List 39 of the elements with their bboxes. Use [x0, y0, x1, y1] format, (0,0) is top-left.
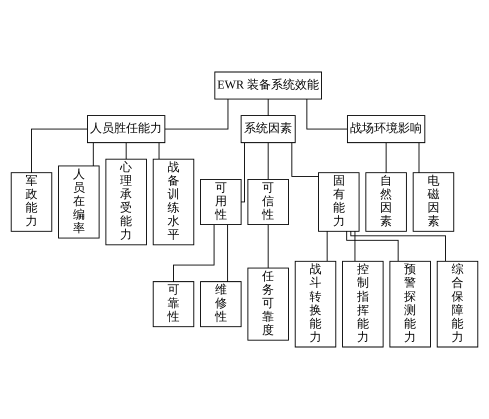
node-box: 自然因素	[365, 172, 407, 232]
connector	[306, 98, 348, 130]
connector	[354, 231, 356, 262]
connector	[346, 230, 399, 262]
connector	[31, 128, 88, 173]
node-box: EWR 装备系统效能	[214, 72, 322, 100]
node-box: 预警探测能力	[389, 260, 431, 348]
node-box: 人员胜任能力	[87, 115, 166, 144]
connector	[350, 230, 446, 262]
node-box: 人员在编率	[58, 165, 100, 238]
node-box: 战斗转换能力	[294, 260, 336, 348]
connector	[227, 224, 228, 282]
node-box: 可信性	[247, 179, 289, 225]
connector	[326, 231, 328, 262]
node-box: 固有能力	[318, 172, 360, 232]
connector	[291, 142, 319, 177]
connector	[173, 224, 215, 282]
connector	[240, 142, 245, 202]
connector	[268, 142, 269, 180]
node-box: 军政能力	[10, 172, 52, 232]
node-box: 控制指挥能力	[342, 260, 384, 348]
connector	[92, 142, 94, 166]
node-box: 战场环境影响	[346, 115, 426, 144]
node-box: 综合保障能力	[436, 260, 478, 348]
node-box: 心理承受能力	[105, 158, 147, 246]
connector	[158, 142, 160, 160]
connector	[268, 224, 269, 268]
connector	[126, 142, 127, 160]
node-box: 可靠性	[152, 281, 194, 328]
node-box: 电磁因素	[412, 172, 454, 232]
node-box: 任务可靠度	[247, 268, 289, 341]
node-box: 维修性	[200, 281, 242, 328]
connector	[386, 142, 387, 174]
connector	[268, 98, 269, 116]
node-box: 系统因素	[240, 115, 296, 144]
connector	[418, 142, 420, 174]
node-box: 可用性	[200, 179, 242, 225]
node-box: 战备训练水平	[152, 158, 194, 246]
connector	[164, 98, 228, 130]
